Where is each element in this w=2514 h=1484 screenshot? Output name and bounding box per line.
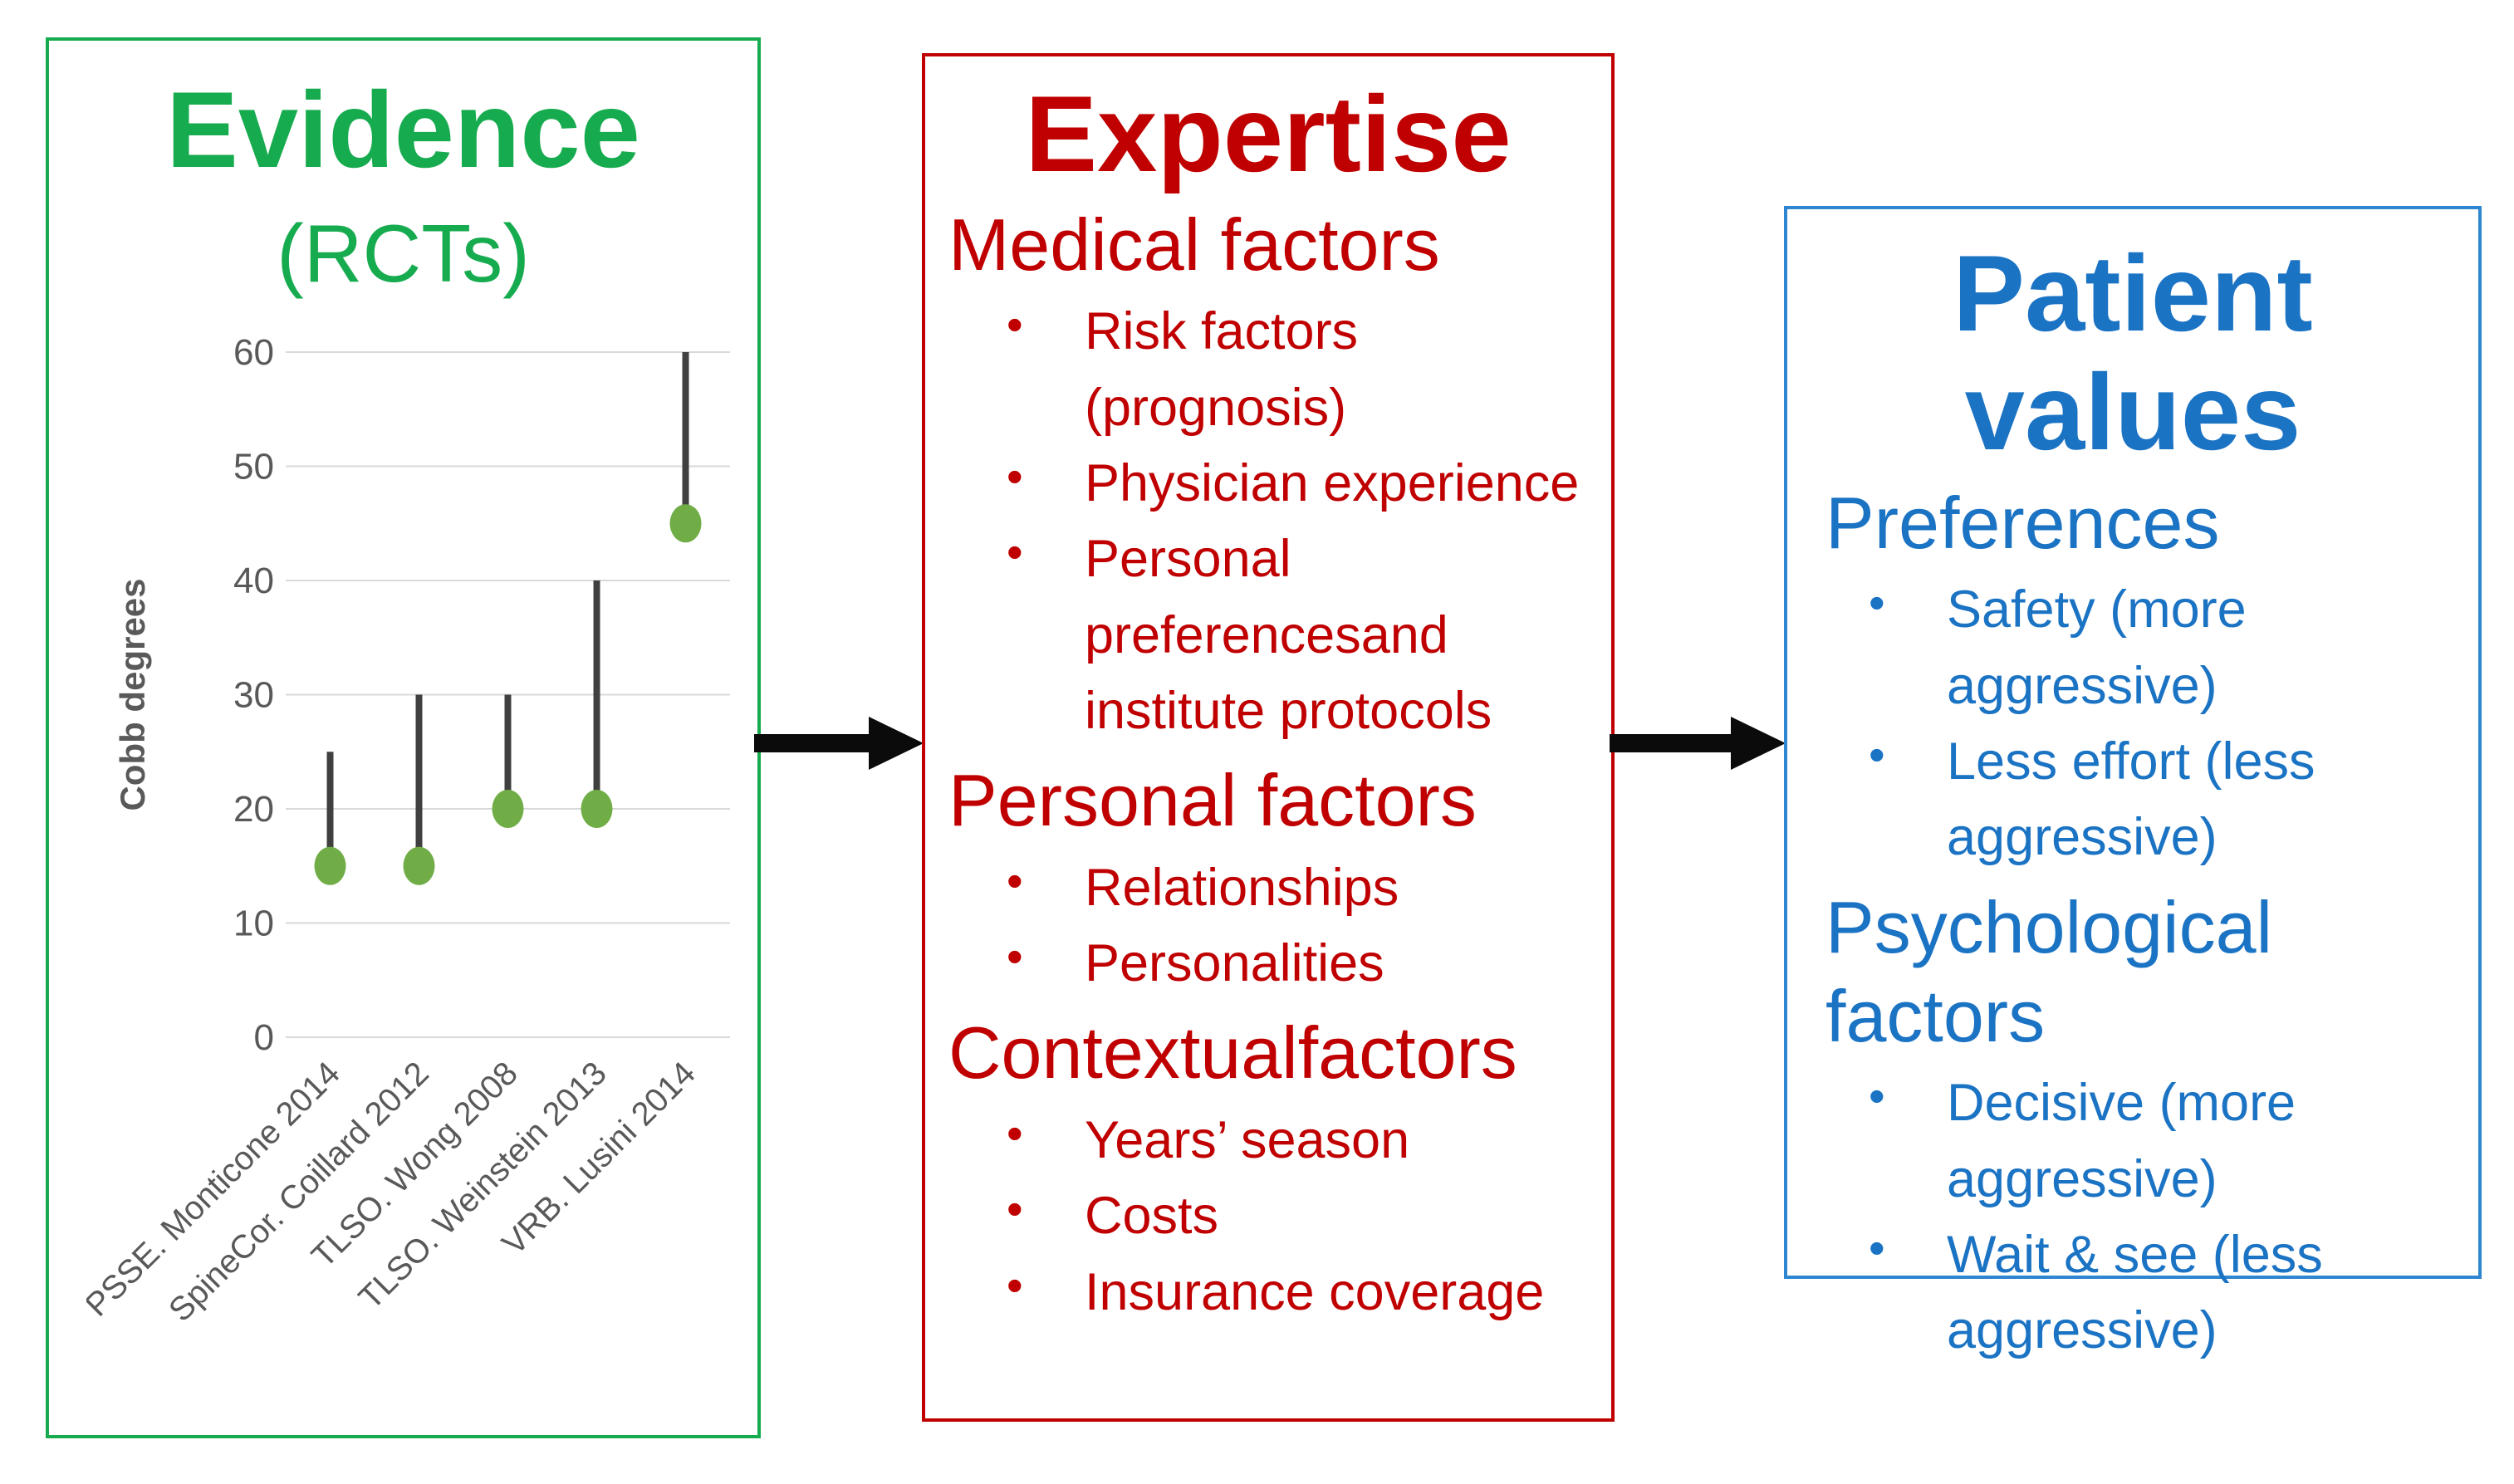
y-tick-label: 60	[233, 332, 274, 373]
section-heading: Psychological factors	[1825, 885, 2273, 1058]
right-arrow-icon	[1610, 717, 1786, 770]
bullet-item: • Safety (more aggressive)	[1787, 572, 2478, 724]
right-arrow-shape	[1610, 717, 1786, 770]
bullet-text: Insurance coverage	[1085, 1262, 1545, 1321]
bullet-dot-icon: •	[1869, 1222, 1885, 1275]
y-tick-label: 30	[233, 675, 274, 716]
bullet-item: • Decisive (more aggressive)	[1787, 1065, 2478, 1217]
bullet-dot-icon: •	[1007, 298, 1023, 351]
bullet-text: Risk factors (prognosis)	[1085, 302, 1359, 437]
right-arrow-icon	[754, 717, 924, 770]
bullet-item: • Wait & see (less aggressive)	[1787, 1217, 2478, 1369]
section-heading: Contextualfactors	[948, 1011, 1517, 1095]
data-dot	[581, 790, 613, 828]
bullet-text: Personal preferencesand institute protoc…	[1085, 530, 1492, 741]
expertise-section-contextual-factors: Contextualfactors • Years’ season • Costs …	[925, 1008, 1611, 1330]
expertise-title: Expertise	[1025, 73, 1512, 194]
section-heading: Preferences	[1825, 482, 2220, 564]
bullet-item: • Physician experience	[925, 446, 1611, 522]
bullet-item: • Relationships	[925, 850, 1611, 926]
patient-values-panel: Patient values Preferences • Safety (more…	[1784, 206, 2482, 1359]
bullet-item: • Personalities	[925, 926, 1611, 1002]
evidence-subtitle: (RCTs)	[277, 208, 530, 299]
bullet-text: Physician experience	[1085, 454, 1580, 513]
data-dot	[669, 504, 702, 543]
bullet-text: Personalities	[1085, 934, 1384, 993]
y-tick-label: 0	[254, 1017, 274, 1058]
bullet-list: • Safety (more aggressive) • Less effort (…	[1787, 572, 2478, 875]
bullet-item: • Insurance coverage	[925, 1255, 1611, 1330]
bullet-dot-icon: •	[1007, 1183, 1023, 1236]
y-tick-label: 10	[233, 904, 274, 944]
bullet-list: • Years’ season • Costs • Insurance coverag…	[925, 1103, 1611, 1330]
expertise-section-medical-factors: Medical factors • Risk factors (prognosis…	[925, 200, 1611, 749]
data-dot	[492, 790, 524, 828]
data-dot	[314, 846, 346, 885]
bullet-text: Relationships	[1085, 858, 1399, 917]
bullet-dot-icon: •	[1007, 1106, 1023, 1159]
bullet-list: • Risk factors (prognosis) • Physician exp…	[925, 294, 1611, 749]
bullet-list: • Decisive (more aggressive) • Wait & see …	[1787, 1065, 2478, 1369]
bullet-dot-icon: •	[1869, 1070, 1885, 1123]
data-dot	[403, 846, 435, 885]
bullet-dot-icon: •	[1007, 1258, 1023, 1311]
bullet-text: Years’ season	[1085, 1110, 1410, 1169]
y-tick-label: 20	[233, 789, 274, 830]
section-heading: Medical factors	[948, 203, 1440, 286]
bullet-text: Decisive (more aggressive)	[1947, 1074, 2296, 1208]
y-tick-label: 40	[233, 561, 274, 601]
bullet-text: Less effort (less aggressive)	[1947, 732, 2316, 867]
bullet-dot-icon: •	[1869, 576, 1885, 629]
bullet-dot-icon: •	[1007, 450, 1023, 503]
bullet-item: • Risk factors (prognosis)	[925, 294, 1611, 446]
bullet-item: • Less effort (less aggressive)	[1787, 724, 2478, 876]
bullet-list: • Relationships • Personalities	[925, 850, 1611, 1002]
patient-values-title: Patient values	[1953, 233, 2313, 473]
y-axis-title: Cobb degrees	[113, 578, 152, 811]
bullet-dot-icon: •	[1007, 854, 1023, 907]
bullet-dot-icon: •	[1007, 526, 1023, 579]
expertise-section-personal-factors: Personal factors • Relationships • Persona…	[925, 756, 1611, 1002]
section-heading: Personal factors	[948, 759, 1477, 842]
bullet-item: • Personal preferencesand institute proto…	[925, 522, 1611, 749]
evidence-title: Evidence	[166, 69, 640, 190]
right-arrow-shape	[754, 717, 924, 770]
patient-values-section-preferences: Preferences • Safety (more aggressive) • L…	[1787, 478, 2478, 876]
bullet-item: • Years’ season	[925, 1103, 1611, 1178]
bullet-text: Wait & see (less aggressive)	[1947, 1226, 2323, 1360]
bullet-text: Safety (more aggressive)	[1947, 580, 2247, 715]
bullet-dot-icon: •	[1869, 728, 1885, 781]
bullet-text: Costs	[1085, 1187, 1219, 1246]
expertise-panel: Expertise Medical factors • Risk factors …	[922, 53, 1615, 1422]
bullet-item: • Costs	[925, 1178, 1611, 1254]
y-tick-label: 50	[233, 447, 274, 487]
bullet-dot-icon: •	[1007, 930, 1023, 983]
patient-values-section-psychological-factors: Psychological factors • Decisive (more ag…	[1787, 883, 2478, 1369]
